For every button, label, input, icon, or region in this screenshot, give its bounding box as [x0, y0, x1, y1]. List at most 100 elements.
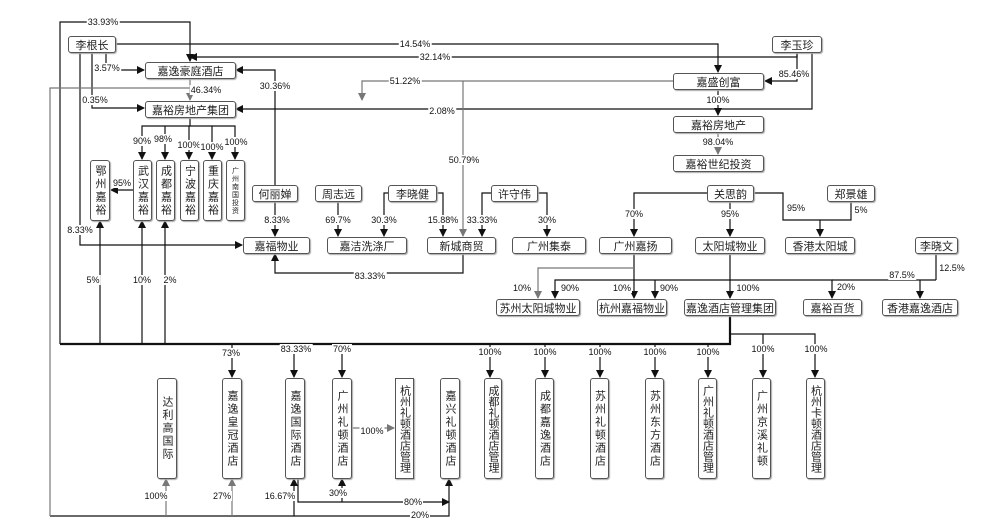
node-zheng-jingxiong: 郑景雄: [827, 185, 875, 202]
edge-10-suzhou: [534, 267, 634, 299]
edge-label: 16.67%: [263, 491, 297, 501]
node-gz-jingxi-liton: 广州京溪礼顿: [752, 378, 771, 479]
edge-label: 70%: [331, 344, 353, 354]
node-cd-liton-mgmt: 成都礼顿酒店管理: [484, 378, 502, 479]
edge-33-93: [59, 21, 194, 344]
edge-label: 90%: [559, 283, 581, 293]
node-jiayu-realestate: 嘉裕房地产: [673, 116, 764, 133]
edge-label: 50.79%: [447, 155, 481, 165]
edge-label: 100%: [750, 344, 776, 354]
edge-label: 3.57%: [93, 63, 121, 73]
node-cd-jiayi-hotel: 成都嘉逸酒店: [535, 378, 554, 479]
node-jiayu-department: 嘉裕百货: [803, 299, 862, 316]
edge-100-nanguo: [212, 125, 239, 160]
edge-label: 5%: [853, 205, 869, 215]
node-jiaxing-liton: 嘉兴礼顿酒店: [440, 378, 460, 479]
node-jiayu-group: 嘉裕房地产集团: [145, 101, 236, 118]
edge-label: 95%: [719, 209, 741, 219]
edge-label: 100%: [477, 347, 503, 357]
node-suzhou-taiyangcheng: 苏州太阳城物业: [496, 299, 580, 316]
edge-label: 90%: [131, 136, 153, 146]
node-ningbo-jiayu: 宁波嘉裕: [180, 160, 199, 221]
node-dali-gao: 达利高国际: [157, 378, 177, 479]
edge-label: 100%: [642, 347, 668, 357]
edge-label: 100%: [587, 347, 613, 357]
edge-label: 51.22%: [388, 76, 422, 86]
node-taiyangcheng-property: 太阳城物业: [695, 237, 765, 254]
edge-label: 83.33%: [279, 344, 313, 354]
node-xincheng-trade: 新城商贸: [427, 237, 496, 254]
edge-label: 69.7%: [324, 215, 352, 225]
edge-label: 10%: [611, 283, 633, 293]
node-hz-liton-mgmt: 杭州礼顿酒店管理: [395, 378, 414, 479]
bus-hotel-group: [60, 315, 732, 346]
edge-label: 46.34%: [189, 85, 223, 95]
edge-label: 95%: [785, 203, 807, 213]
node-jiayi-haoting: 嘉逸豪庭酒店: [145, 62, 236, 79]
edge-label: 5%: [85, 275, 101, 285]
node-li-genzhang: 李根长: [68, 36, 116, 53]
edge-label: 0.35%: [81, 95, 109, 105]
edge-label: 90%: [658, 283, 680, 293]
node-guangzhou-jitai: 广州集泰: [512, 237, 586, 254]
edge-label: 73%: [220, 348, 242, 358]
node-guan-siyun: 关思韵: [707, 185, 754, 202]
edge-label: 15.88%: [426, 215, 460, 225]
edge-label: 100%: [143, 491, 169, 501]
node-jiasheng-chuangfu: 嘉盛创富: [673, 73, 764, 90]
edge-label: 95%: [111, 178, 133, 188]
edge-label: 10%: [511, 283, 533, 293]
edge-label: 32.14%: [418, 52, 452, 62]
edge-label: 30%: [536, 215, 558, 225]
node-jiafu-property: 嘉福物业: [243, 237, 310, 254]
node-li-xiaojian: 李晓健: [388, 185, 437, 202]
edge-label: 98%: [152, 134, 174, 144]
edge-label: 87.5%: [888, 270, 916, 280]
node-hz-kadun-mgmt: 杭州卡顿酒店管理: [806, 378, 825, 479]
edge-label: 8.33%: [263, 215, 291, 225]
edge-label: 20%: [409, 510, 431, 520]
edge-label: 80%: [402, 497, 424, 507]
edge-label: 85.46%: [777, 69, 811, 79]
edge-label: 10%: [131, 275, 153, 285]
node-jiayi-hotel-group: 嘉逸酒店管理集团: [684, 299, 776, 316]
node-hk-jiayi-hotel: 香港嘉逸酒店: [882, 299, 958, 316]
edge-2-08: [235, 52, 813, 113]
edge-95-hk: [754, 192, 824, 237]
node-guangzhou-nanguo: 广州南国投资: [226, 160, 245, 221]
edge-label: 33.33%: [465, 215, 499, 225]
node-hk-taiyangcheng: 香港太阳城: [785, 237, 855, 254]
edge-left-loop: [49, 87, 190, 516]
edge-label: 100%: [359, 426, 385, 436]
node-gz-liton-mgmt: 广州礼顿酒店管理: [698, 378, 717, 479]
edge-label: 30%: [327, 488, 349, 498]
node-jiayi-intl: 嘉逸国际酒店: [285, 378, 305, 479]
edge-0-35: [91, 52, 145, 112]
node-xu-shouwei: 许守伟: [491, 185, 538, 202]
node-gz-liton-hotel: 广州礼顿酒店: [332, 378, 352, 479]
node-chongqing-jiayu: 重庆嘉裕: [203, 160, 222, 221]
edge-label: 100%: [705, 95, 731, 105]
edge-85-46: [764, 52, 798, 85]
edge-30-36: [235, 66, 276, 185]
edge-90-suzhou: [551, 253, 731, 299]
edge-label: 14.54%: [398, 39, 432, 49]
edge-16-67: [50, 478, 298, 517]
node-wuhan-jiayu: 武汉嘉裕: [133, 160, 152, 221]
edge-label: 100%: [223, 137, 249, 147]
edge-label: 70%: [623, 209, 645, 219]
node-li-yuzhen: 李玉珍: [772, 36, 822, 53]
edge-label: 20%: [835, 282, 857, 292]
edge-label: 2.08%: [428, 106, 456, 116]
edge-32-14: [189, 52, 798, 61]
edge-5-zheng: [820, 201, 852, 221]
edge-label: 98.04%: [701, 137, 735, 147]
node-zhou-zhiyuan: 周志远: [315, 185, 362, 202]
edge-label: 100%: [735, 283, 761, 293]
edge-label: 30.36%: [258, 81, 292, 91]
edge-14-54: [116, 43, 722, 73]
edge-87-5: [832, 279, 936, 299]
node-guangzhou-jiayang: 广州嘉扬: [599, 237, 672, 254]
edge-label: 30.3%: [370, 215, 398, 225]
